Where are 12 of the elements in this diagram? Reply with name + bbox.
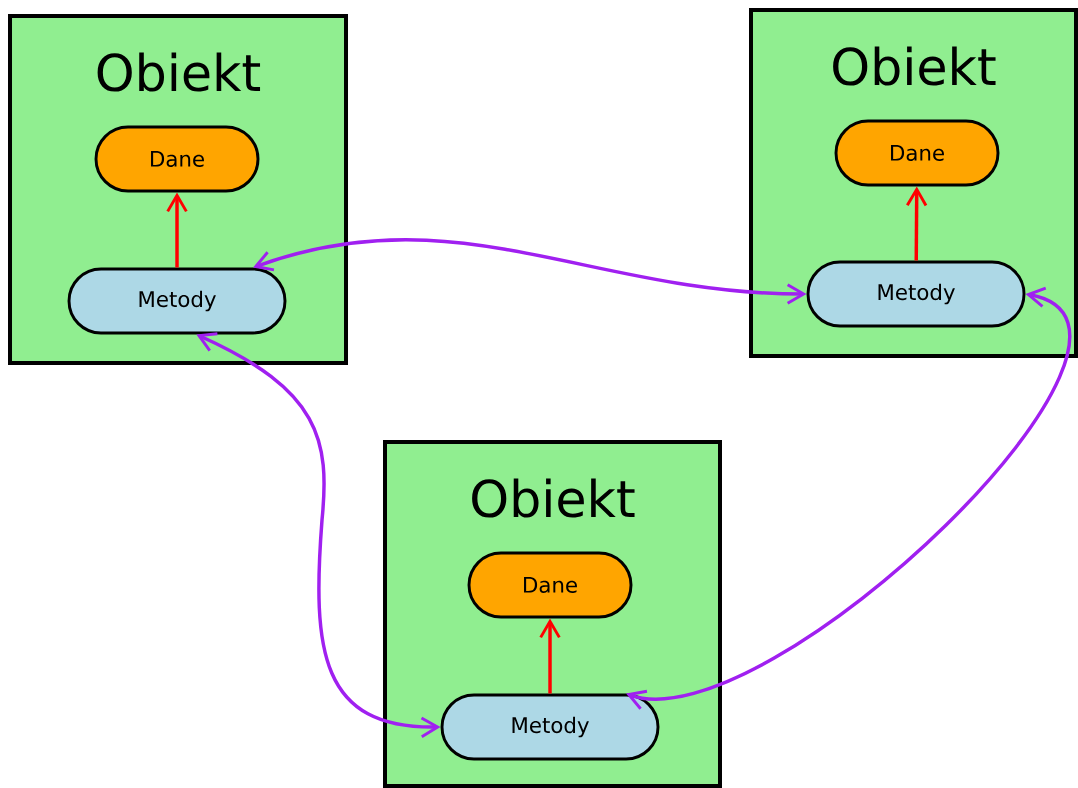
arrow [906,186,928,261]
arrow [196,332,441,738]
data-pill: Dane [94,125,260,193]
method-pill: Metody [806,260,1026,328]
method-pill: Metody [67,267,287,335]
method-pill: Metody [440,693,660,761]
data-pill: Dane [467,551,633,619]
arrow [539,618,561,694]
arrow [166,192,188,268]
arrow [253,238,807,305]
arrow [626,286,1071,710]
data-pill: Dane [834,119,1000,187]
